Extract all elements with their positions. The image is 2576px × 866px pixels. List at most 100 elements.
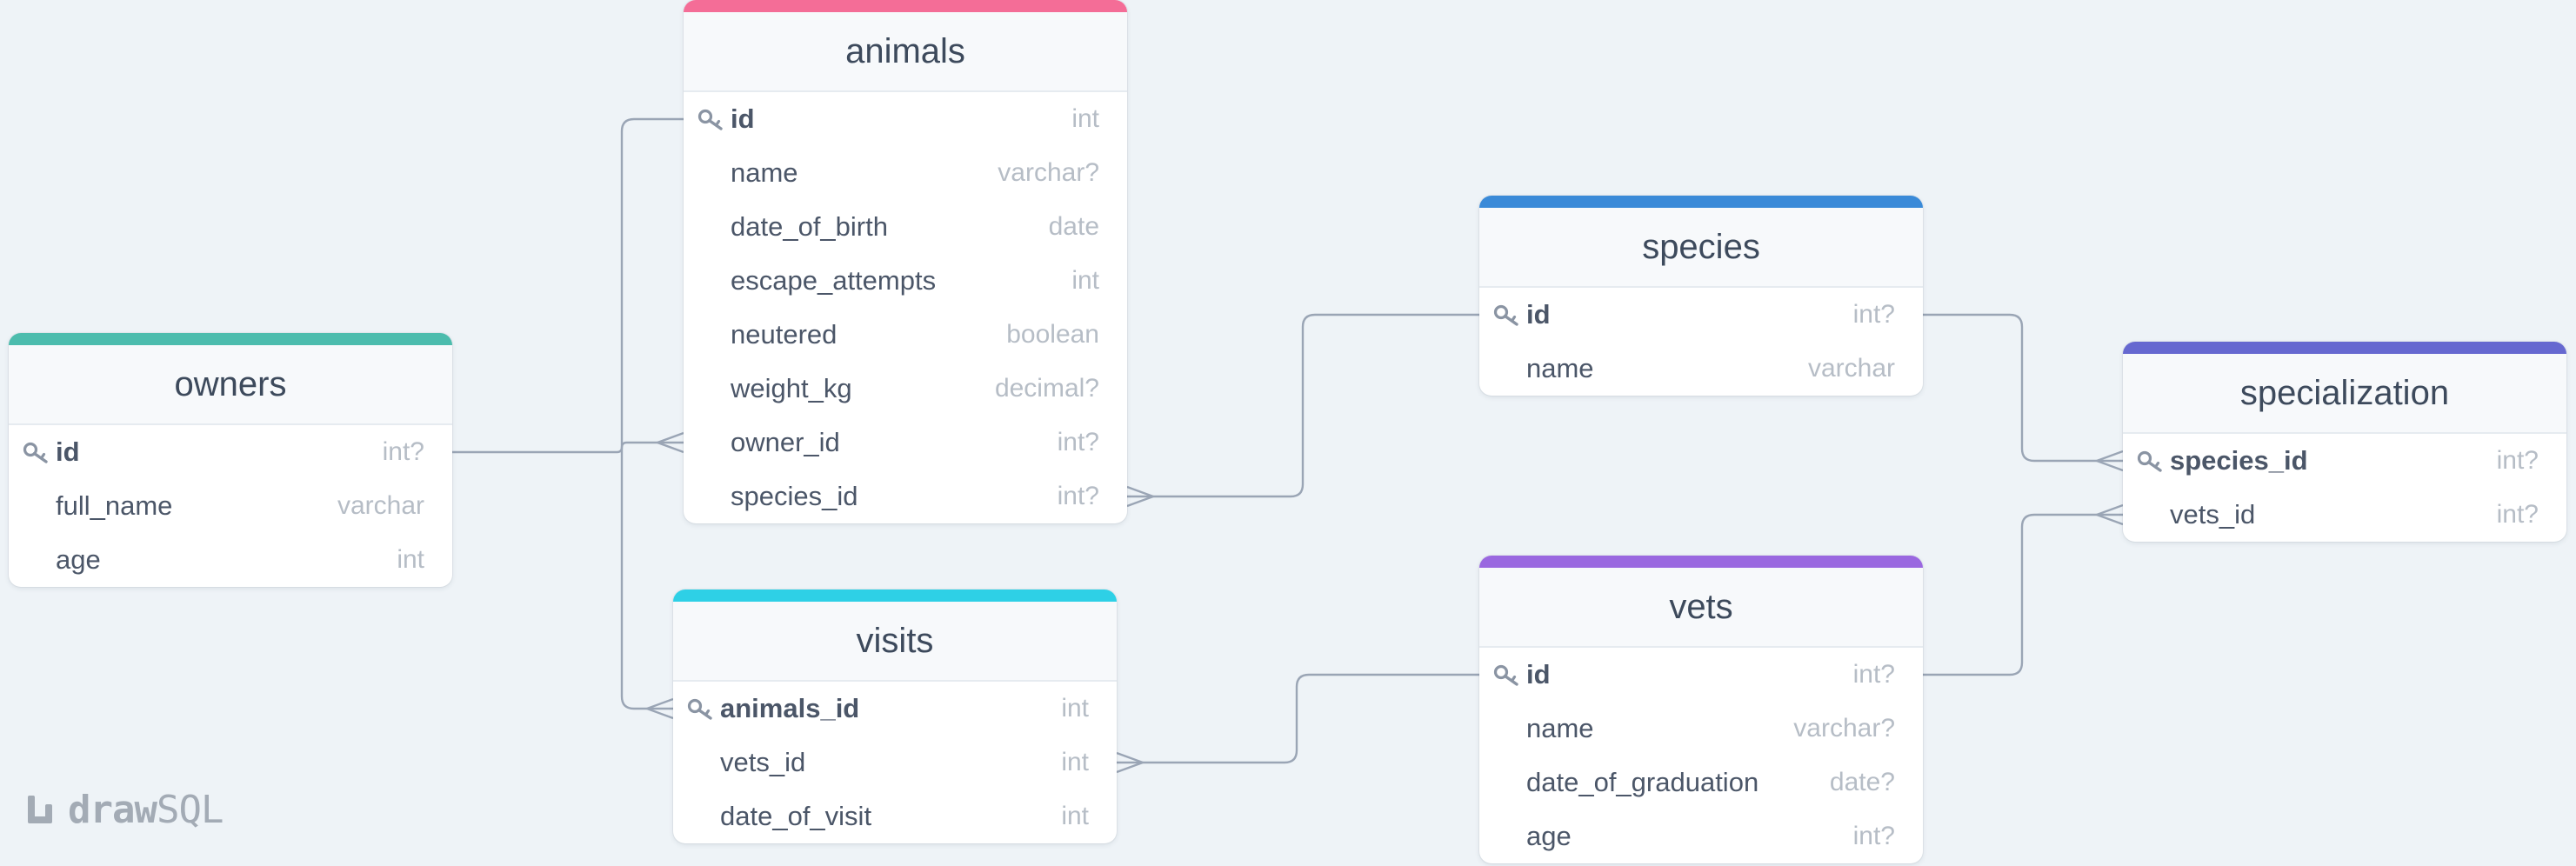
relationship-line[interactable] <box>1923 513 2123 676</box>
key-slot-empty <box>697 376 731 402</box>
key-slot-empty <box>697 268 731 294</box>
column-row-date-of-birth[interactable]: date_of_birth date <box>684 200 1127 254</box>
key-slot-empty <box>697 483 731 510</box>
crows-foot-marker <box>1126 485 1154 508</box>
column-name: escape_attempts <box>731 265 937 296</box>
crows-foot-marker <box>2096 503 2124 526</box>
column-name: weight_kg <box>731 373 852 403</box>
column-row-species-id[interactable]: species_id int? <box>2123 434 2566 488</box>
column-name: owner_id <box>731 427 840 457</box>
column-type: int <box>1061 694 1089 723</box>
table-name: specialization <box>2239 373 2450 412</box>
column-name: date_of_visit <box>720 801 872 831</box>
key-icon <box>2137 448 2170 474</box>
column-name: vets_id <box>2170 499 2256 530</box>
column-type: decimal? <box>994 374 1099 403</box>
crows-foot-marker <box>2096 450 2124 472</box>
table-header[interactable]: specialization <box>2123 354 2566 434</box>
column-type: int? <box>1852 822 1895 850</box>
column-row-age[interactable]: age int <box>9 533 452 587</box>
column-type: int? <box>2496 446 2539 475</box>
relationship-line[interactable] <box>452 441 684 454</box>
column-row-owner-id[interactable]: owner_id int? <box>684 416 1127 470</box>
column-name: name <box>1526 353 1594 383</box>
column-type: int? <box>1057 482 1099 510</box>
relationship-line[interactable] <box>620 117 684 710</box>
table-color-bar <box>9 333 452 345</box>
column-name: species_id <box>731 481 858 511</box>
column-row-species-id[interactable]: species_id int? <box>684 470 1127 523</box>
column-type: int? <box>1852 300 1895 329</box>
column-name: name <box>731 157 798 188</box>
column-row-name[interactable]: name varchar? <box>684 146 1127 200</box>
column-type: int? <box>1057 428 1099 456</box>
table-header[interactable]: animals <box>684 12 1127 92</box>
key-slot-empty <box>697 430 731 456</box>
column-type: varchar? <box>998 158 1099 187</box>
column-name: age <box>56 544 101 575</box>
table-name: vets <box>1669 587 1733 626</box>
table-color-bar <box>1479 556 1923 568</box>
crows-foot-marker <box>1116 751 1144 774</box>
column-row-animals-id[interactable]: animals_id int <box>673 682 1117 736</box>
column-name: species_id <box>2170 445 2308 476</box>
key-slot-empty <box>1493 716 1526 742</box>
column-name: date_of_birth <box>731 211 888 242</box>
relationship-line[interactable] <box>1923 313 2123 463</box>
column-name: age <box>1526 821 1572 851</box>
logo-text-bold: draw <box>68 788 157 832</box>
relationship-line[interactable] <box>1117 673 1479 764</box>
crows-foot-marker <box>657 431 684 454</box>
key-slot-empty <box>1493 769 1526 796</box>
relationship-line[interactable] <box>1127 313 1479 498</box>
key-slot-empty <box>1493 823 1526 849</box>
table-name: owners <box>174 364 287 403</box>
column-name: id <box>1526 659 1551 689</box>
column-type: int <box>1071 104 1099 133</box>
column-type: boolean <box>1006 320 1099 349</box>
key-icon <box>23 439 56 465</box>
crows-foot-marker <box>646 697 674 720</box>
column-type: int <box>1061 802 1089 830</box>
table-color-bar <box>673 590 1117 602</box>
key-icon <box>687 696 720 722</box>
column-name: full_name <box>56 490 173 521</box>
table-header[interactable]: visits <box>673 602 1117 682</box>
column-type: int? <box>382 437 424 466</box>
column-type: varchar <box>337 491 424 520</box>
column-row-date-of-visit[interactable]: date_of_visit int <box>673 789 1117 843</box>
table-name: species <box>1642 227 1760 266</box>
table-header[interactable]: owners <box>9 345 452 425</box>
key-slot-empty <box>697 214 731 240</box>
table-color-bar <box>1479 196 1923 208</box>
column-type: varchar? <box>1793 714 1895 743</box>
table-header[interactable]: vets <box>1479 568 1923 648</box>
table-name: visits <box>856 621 934 660</box>
table-header[interactable]: species <box>1479 208 1923 288</box>
column-row-weight-kg[interactable]: weight_kg decimal? <box>684 362 1127 416</box>
key-slot-empty <box>687 803 720 829</box>
column-row-full-name[interactable]: full_name varchar <box>9 479 452 533</box>
column-row-age[interactable]: age int? <box>1479 809 1923 863</box>
column-type: date <box>1048 212 1099 241</box>
column-name: animals_id <box>720 693 860 723</box>
column-type: int <box>397 545 424 574</box>
